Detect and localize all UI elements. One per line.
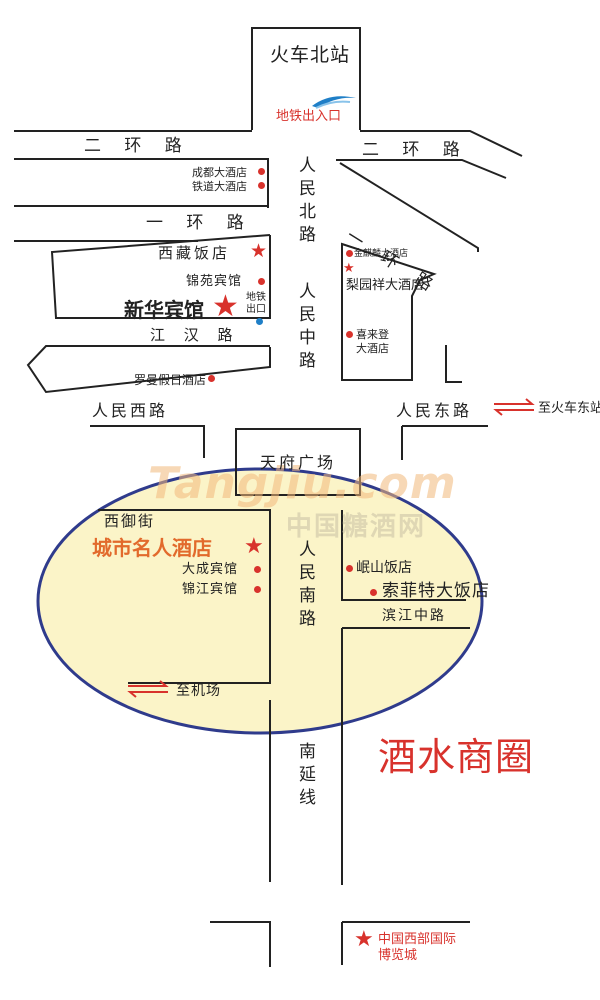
hotel-marker-icon (254, 566, 261, 573)
first-ring-road-right (339, 162, 479, 252)
renmin-south-label: 人民南路 (295, 540, 315, 632)
block-east (341, 242, 437, 381)
renmin-west-road (90, 425, 205, 458)
binjiang-road-label: 滨江中路 (382, 608, 446, 624)
renmin-middle-label: 人民中路 (295, 282, 315, 374)
xiyu-street-label: 西御街 (104, 512, 156, 530)
hotel-marker-icon (208, 375, 215, 382)
xiyu-road-line (98, 509, 271, 540)
landmark-star-icon: ★ (212, 289, 239, 324)
two-way-arrow-icon (493, 398, 535, 416)
hotel-marker-icon (258, 182, 265, 189)
east-south-block (341, 510, 466, 601)
landmark-star-icon: ★ (354, 927, 374, 952)
dacheng-hotel-label: 大成宾馆 (182, 562, 239, 577)
chengdu-hotel-label: 成都大酒店 (192, 166, 247, 179)
hotel-marker-icon (346, 565, 353, 572)
station-block (251, 27, 361, 130)
western-china-expo-label: 中国西部国际博览城 (378, 932, 457, 963)
second-ring-road-left-lower (14, 158, 269, 208)
tianfu-square-label: 天府广场 (260, 453, 337, 472)
business-zone-ellipse (36, 467, 484, 735)
renmin-west-label: 人民西路 (92, 401, 169, 420)
tiedao-hotel-label: 铁道大酒店 (192, 180, 247, 193)
west-south-road (128, 540, 271, 684)
minshan-hotel-label: 岷山饭店 (356, 560, 412, 576)
metro-marker-icon (256, 318, 263, 325)
landmark-star-icon: ★ (343, 261, 355, 276)
east-hook (445, 345, 462, 383)
hotel-marker-icon (346, 331, 353, 338)
metro-logo-icon (312, 96, 356, 109)
jianghan-road-label: 江 汉 路 (150, 326, 240, 344)
hotel-marker-icon (346, 250, 353, 257)
landmark-star-icon: ★ (244, 534, 264, 559)
renmin-east-label: 人民东路 (396, 401, 473, 420)
second-ring-left-label: 二 环 路 (84, 136, 191, 156)
jianghan-road-block (26, 345, 271, 394)
second-ring-road-right (360, 130, 523, 157)
xinhua-hotel-label: 新华宾馆 (124, 298, 204, 322)
business-area-label: 酒水商圈 (378, 735, 535, 779)
metro-exit-small-label: 地铁出口 (246, 292, 266, 315)
second-ring-road-right-lower (336, 159, 507, 179)
landmark-star-icon: ★ (250, 240, 268, 262)
hotel-marker-icon (370, 589, 377, 596)
renmin-north-label: 人民北路 (295, 156, 315, 248)
watermark-cn: 中国糖酒网 (286, 512, 427, 542)
station-label: 火车北站 (270, 44, 351, 66)
jinjiang-hotel-label: 锦江宾馆 (182, 582, 239, 597)
tianfu-square-block (235, 428, 361, 496)
south-extension-label: 南延线 (295, 742, 315, 811)
block-west-north (50, 234, 271, 319)
lixiangyuan-hotel-label: 梨园祥大酒店 (346, 278, 425, 293)
first-ring-left-label: 一 环 路 (146, 213, 253, 233)
jinyuan-hotel-label: 锦苑宾馆 (186, 274, 243, 289)
sofitel-label: 索菲特大饭店 (382, 581, 490, 601)
roman-holiday-label: 罗曼假日酒店 (134, 373, 207, 387)
metro-exit-label: 地铁出入口 (276, 109, 342, 124)
sheraton-label: 喜来登大酒店 (356, 328, 389, 355)
tibet-hotel-label: 西藏饭店 (158, 244, 231, 262)
hotel-marker-icon (258, 168, 265, 175)
city-celebrity-hotel-label: 城市名人酒店 (92, 536, 212, 560)
hotel-marker-icon (258, 278, 265, 285)
jinqilin-hotel-label: 金麒麟大酒店 (354, 249, 409, 259)
two-way-arrow-icon (127, 680, 169, 698)
to-airport-label: 至机场 (176, 683, 221, 699)
hotel-marker-icon (254, 586, 261, 593)
second-ring-right-label: 二 环 路 (362, 140, 469, 160)
bottom-road-left (210, 921, 271, 967)
watermark-en: Tangjiu.com (148, 458, 457, 509)
to-train-station-label: 至火车东站 (538, 401, 600, 416)
